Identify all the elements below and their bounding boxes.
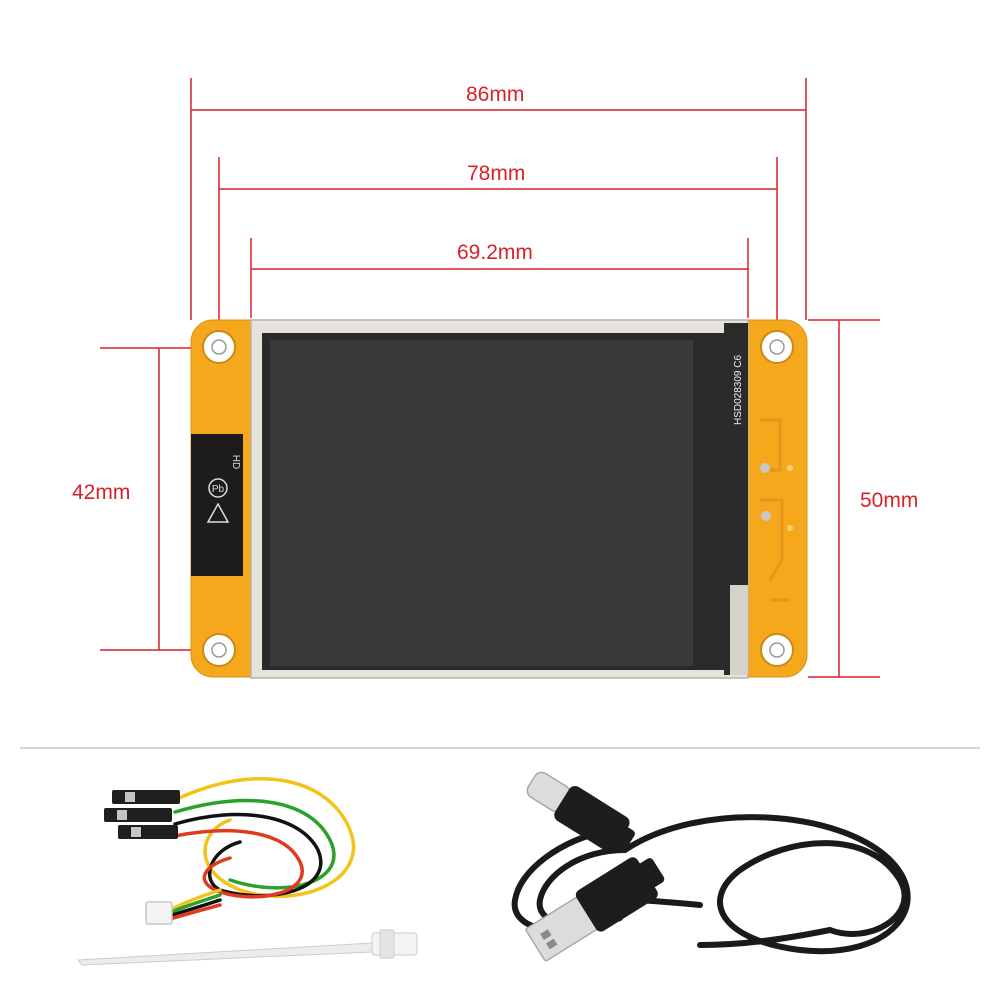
lead-free-mark: Pb xyxy=(212,484,225,495)
lead-free-icon xyxy=(208,478,228,498)
flex-connector xyxy=(730,585,748,675)
display-module: Pb HD xyxy=(190,319,808,679)
usb-c-plug xyxy=(526,771,635,852)
hd-badge: HD xyxy=(230,455,241,469)
screen-active-area xyxy=(270,340,693,666)
dimension-label-50mm: 50mm xyxy=(860,489,919,512)
usb-a-plug xyxy=(525,857,665,962)
pcb-traces xyxy=(760,418,790,602)
mounting-hole-bottom-right xyxy=(760,633,794,667)
stylus-icon xyxy=(77,929,418,966)
dupont-header-3 xyxy=(118,825,178,839)
usb-c-cable xyxy=(511,771,911,962)
esd-warning-icon xyxy=(206,502,230,523)
dupont-header-1 xyxy=(112,790,180,804)
panel-marking: HSD028309 C6 xyxy=(733,355,744,425)
dimension-lines xyxy=(100,78,880,678)
dimension-label-42mm: 42mm xyxy=(72,481,131,504)
dupont-cable xyxy=(104,777,356,925)
mounting-hole-top-right xyxy=(760,330,794,364)
mounting-hole-top-left xyxy=(202,330,236,364)
cable-icon xyxy=(168,777,356,921)
jst-connector xyxy=(145,901,173,925)
stylus xyxy=(77,929,418,966)
mounting-holes xyxy=(202,330,794,667)
dimension-label-86mm: 86mm xyxy=(466,83,525,106)
dimension-label-78mm: 78mm xyxy=(467,162,526,185)
dupont-header-2 xyxy=(104,808,172,822)
dimension-label-69-2mm: 69.2mm xyxy=(457,241,533,264)
mounting-hole-bottom-left xyxy=(202,633,236,667)
